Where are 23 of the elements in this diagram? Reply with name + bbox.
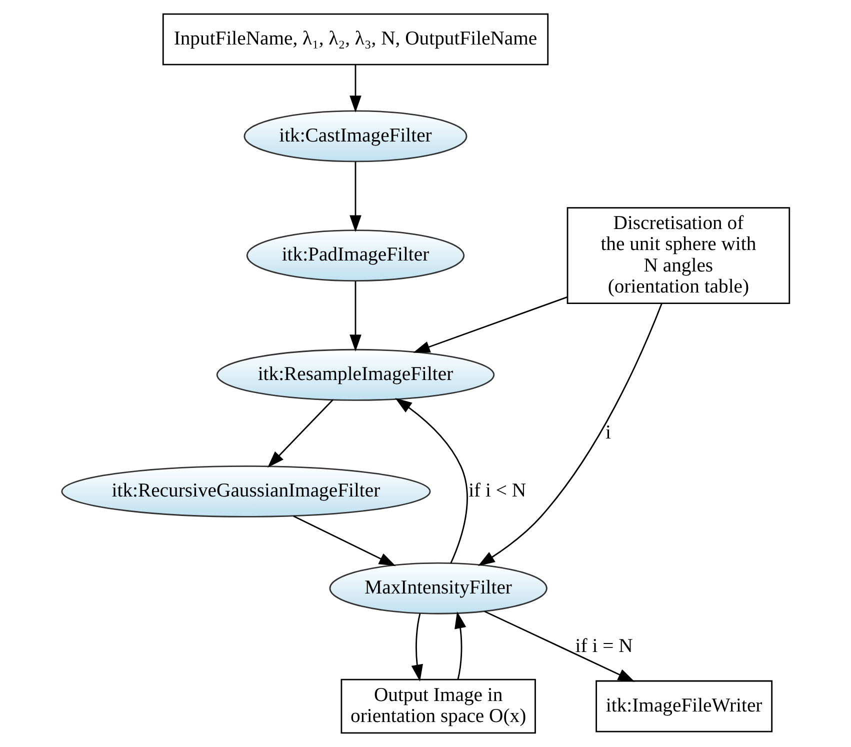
edge-label: if i = N [575, 634, 633, 657]
edge-label: i [606, 421, 611, 444]
node-box: Discretisation of the unit sphere with N angles (orientation table) [566, 207, 790, 304]
node-ellipse: itk:CastImageFilter [244, 110, 468, 162]
node-ellipse: itk:RecursiveGaussianImageFilter [61, 465, 431, 518]
arrow [395, 398, 468, 564]
arrow [478, 303, 662, 566]
arrow [268, 399, 334, 468]
arrow [413, 296, 568, 353]
node-box: InputFileName, λ₁, λ₂, λ₃, N, OutputFileName [162, 13, 549, 66]
arrow [350, 281, 362, 352]
arrow [350, 162, 362, 232]
arrow [454, 612, 466, 680]
node-ellipse: MaxIntensityFilter [329, 562, 548, 614]
arrow [350, 64, 362, 112]
node-ellipse: itk:ResampleImageFilter [216, 348, 495, 401]
arrow [484, 610, 635, 682]
edge-label: if i < N [468, 480, 526, 502]
arrow [411, 613, 423, 682]
node-box: itk:ImageFileWriter [596, 680, 773, 732]
node-box: Output Image in orientation space O(x) [340, 678, 536, 734]
arrow [293, 515, 396, 566]
node-ellipse: itk:PadImageFilter [246, 230, 465, 282]
